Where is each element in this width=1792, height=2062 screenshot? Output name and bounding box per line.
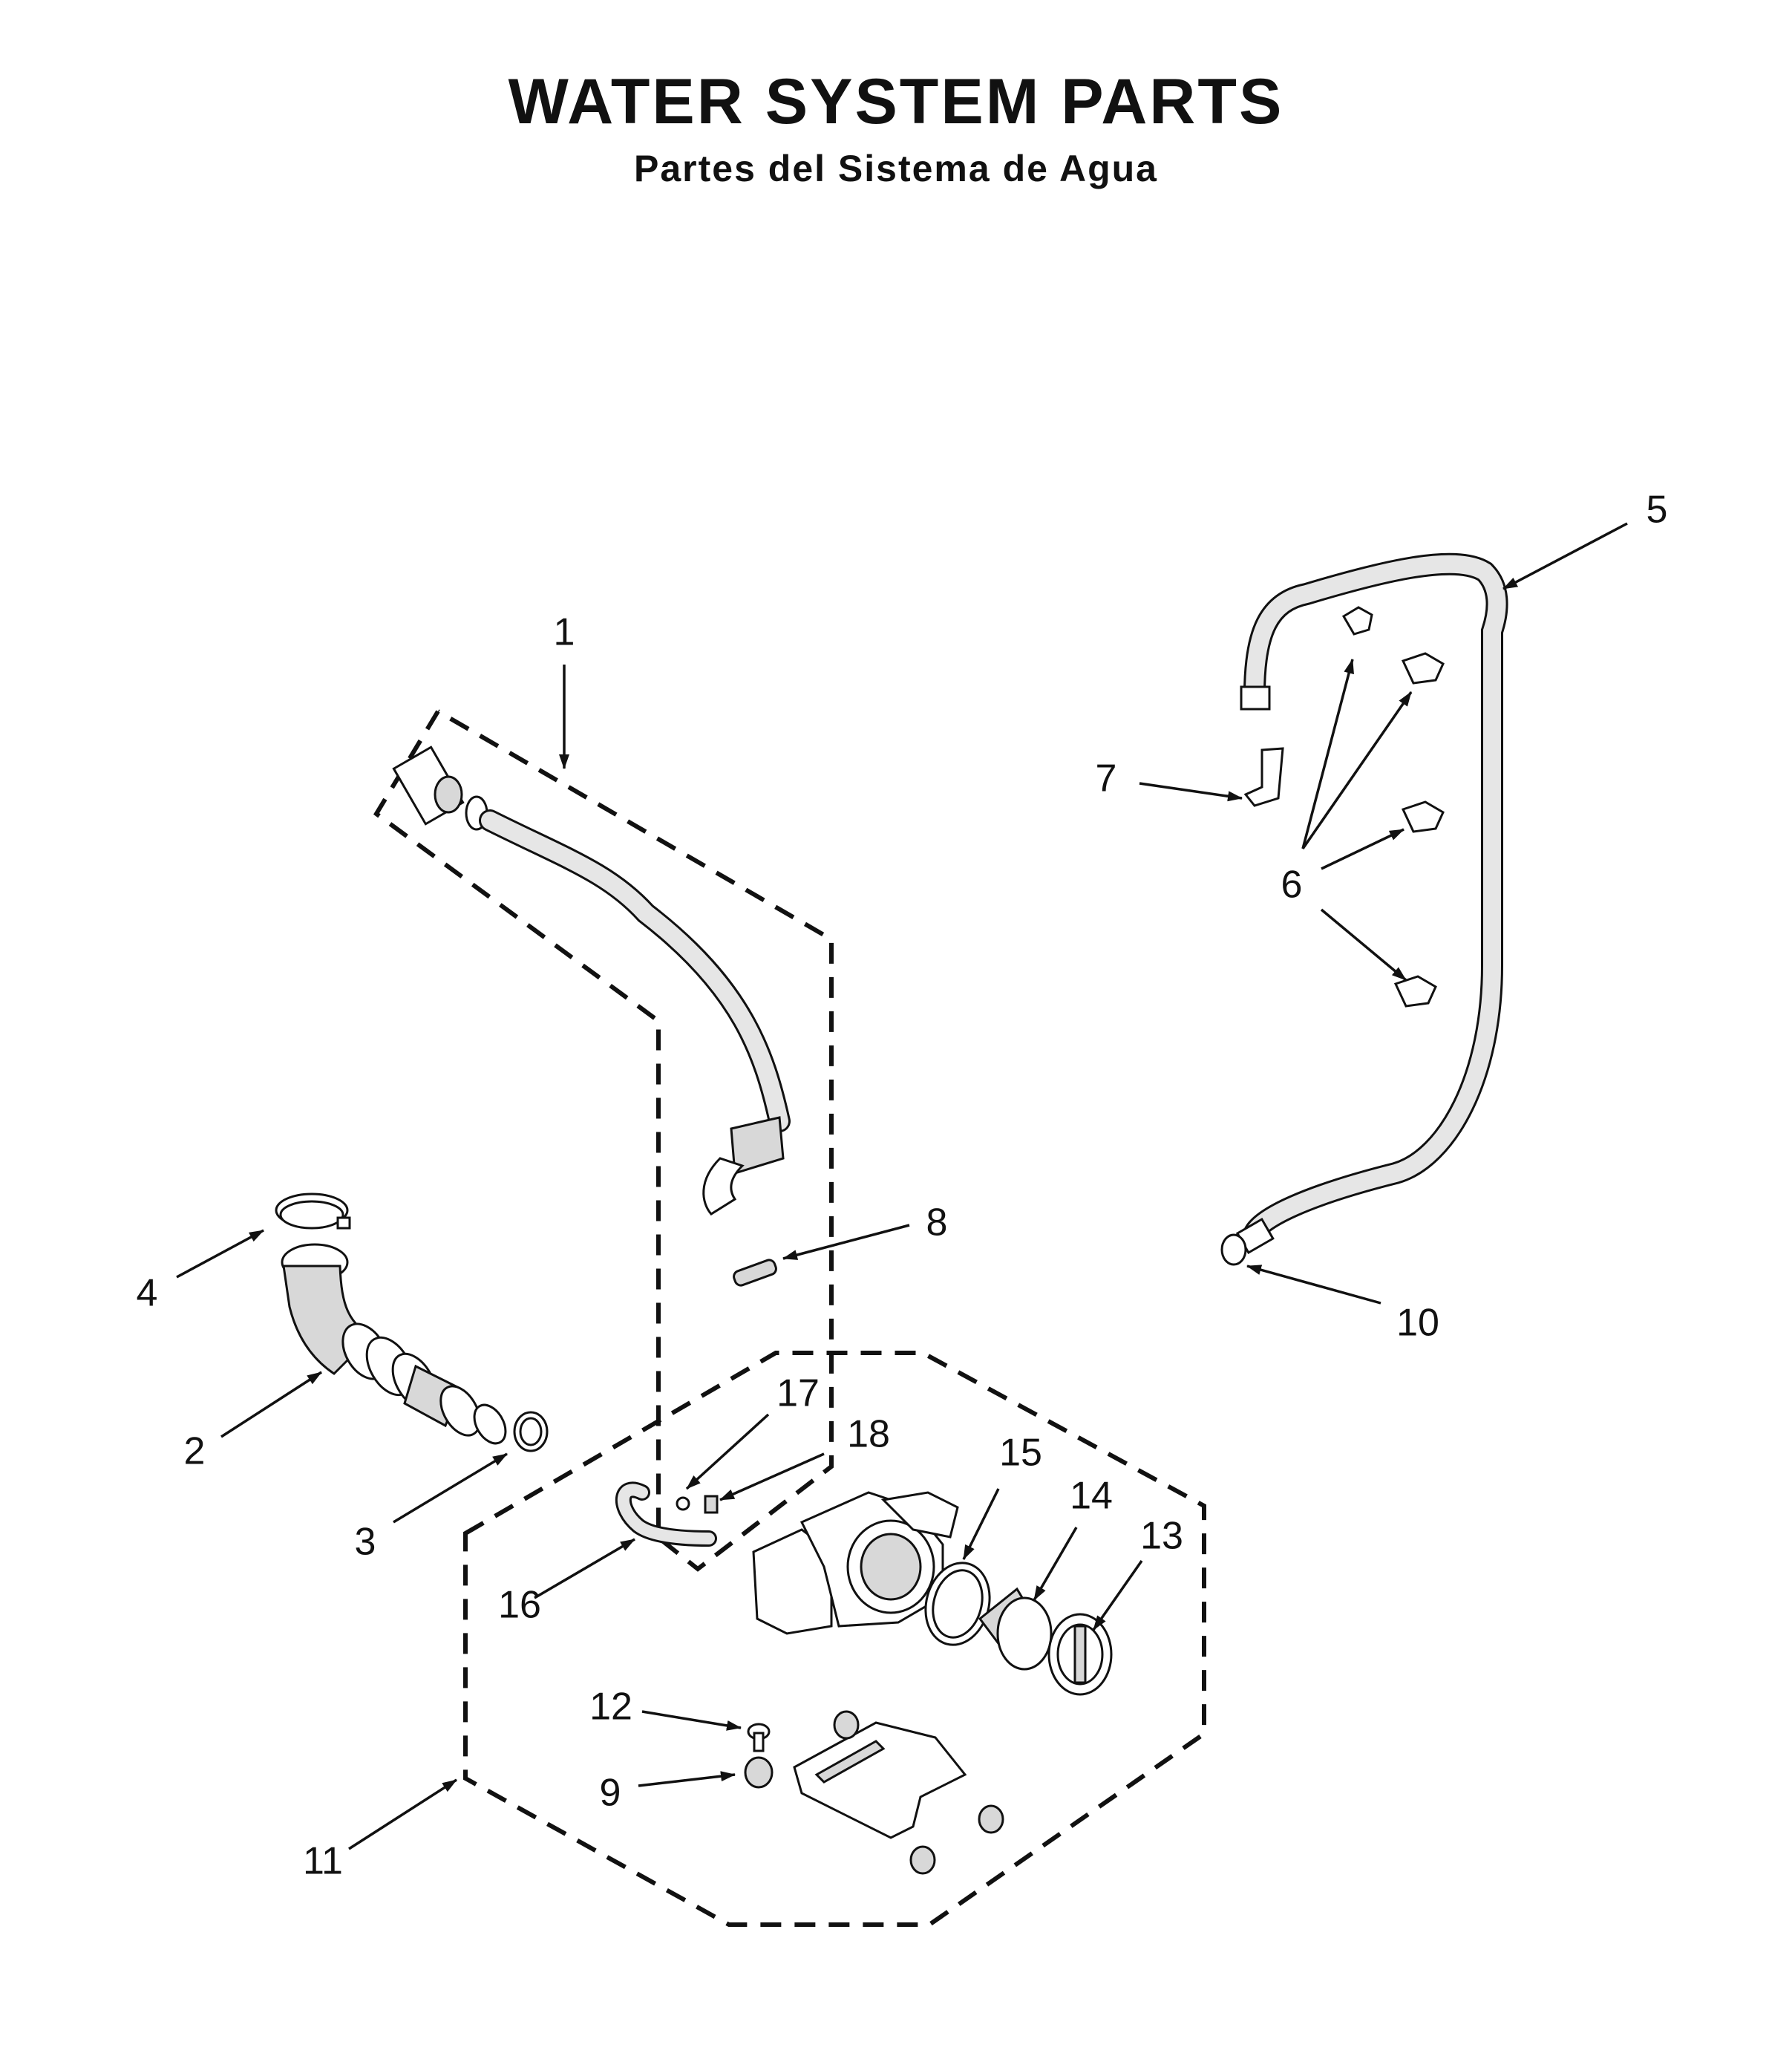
callout-2: 2 — [184, 1430, 206, 1473]
part-2-bellows-hose — [281, 1243, 507, 1445]
part-16-hose — [615, 1481, 717, 1547]
callout-8: 8 — [926, 1201, 948, 1244]
part-1-drain-hose — [392, 745, 791, 1216]
callout-5: 5 — [1647, 489, 1668, 532]
callout-4: 4 — [137, 1272, 158, 1315]
part-18-clip — [704, 1495, 719, 1514]
callout-6: 6 — [1281, 864, 1303, 907]
mounting-bracket — [793, 1721, 967, 1839]
page-title: WATER SYSTEM PARTS — [508, 66, 1284, 137]
callout-7: 7 — [1096, 757, 1117, 800]
leader-lines — [176, 522, 1628, 1850]
callout-15: 15 — [999, 1432, 1042, 1475]
group-1-outline — [373, 709, 834, 1572]
callout-3: 3 — [355, 1521, 376, 1564]
part-10-clamp — [1220, 1233, 1247, 1266]
callout-18: 18 — [847, 1413, 890, 1456]
part-14-filter — [978, 1587, 1053, 1671]
part-8-pin — [733, 1259, 777, 1287]
callout-13: 13 — [1140, 1515, 1183, 1558]
part-12-screw — [747, 1723, 771, 1752]
part-3-clamp — [513, 1411, 549, 1452]
part-13-cap — [1047, 1613, 1113, 1696]
part-5-hose — [1235, 552, 1508, 1255]
part-7-fitting — [1243, 747, 1284, 807]
part-4-clamp — [275, 1192, 351, 1230]
callout-16: 16 — [498, 1584, 541, 1627]
part-9-grommets — [744, 1710, 1004, 1875]
callout-1: 1 — [554, 611, 575, 654]
callout-9: 9 — [600, 1772, 621, 1815]
callout-14: 14 — [1070, 1475, 1113, 1518]
pump-body — [752, 1491, 959, 1635]
group-11-outline — [463, 1351, 1206, 1927]
page-subtitle: Partes del Sistema de Agua — [634, 148, 1158, 189]
part-17-clip — [676, 1496, 690, 1511]
callout-10: 10 — [1396, 1302, 1439, 1345]
callout-12: 12 — [589, 1686, 632, 1729]
part-6-clips — [1341, 606, 1445, 1008]
callout-17: 17 — [776, 1372, 820, 1415]
part-15-gasket — [924, 1562, 991, 1646]
callout-11: 11 — [303, 1840, 343, 1883]
